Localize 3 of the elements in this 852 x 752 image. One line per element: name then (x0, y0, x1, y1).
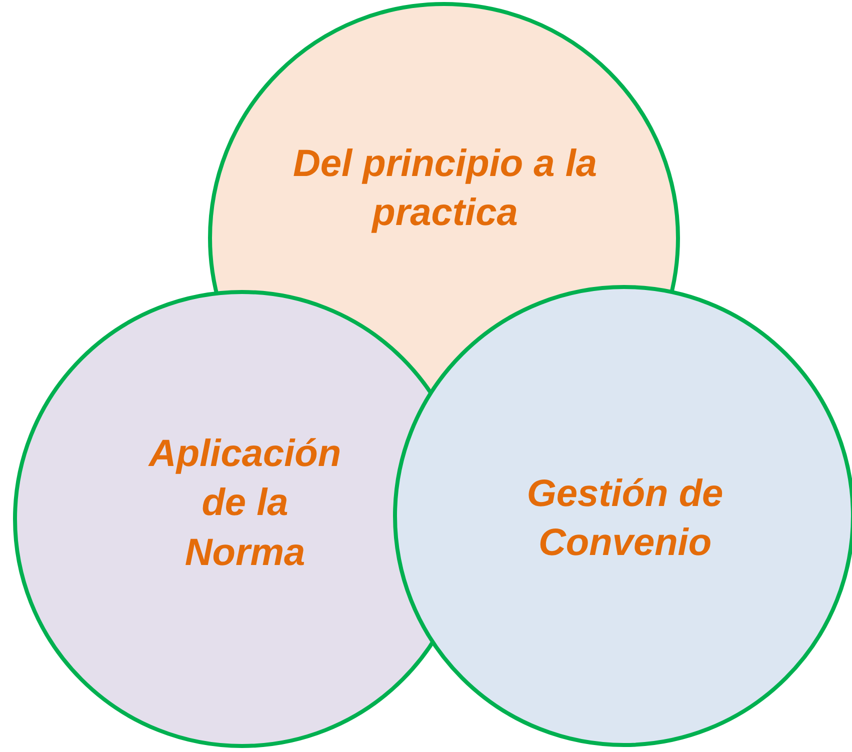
circle-label: Gestión de Convenio (526, 472, 724, 566)
circle-label: Aplicación de la Norma (147, 432, 342, 576)
circle-label: Del principio a la practica (292, 142, 598, 236)
